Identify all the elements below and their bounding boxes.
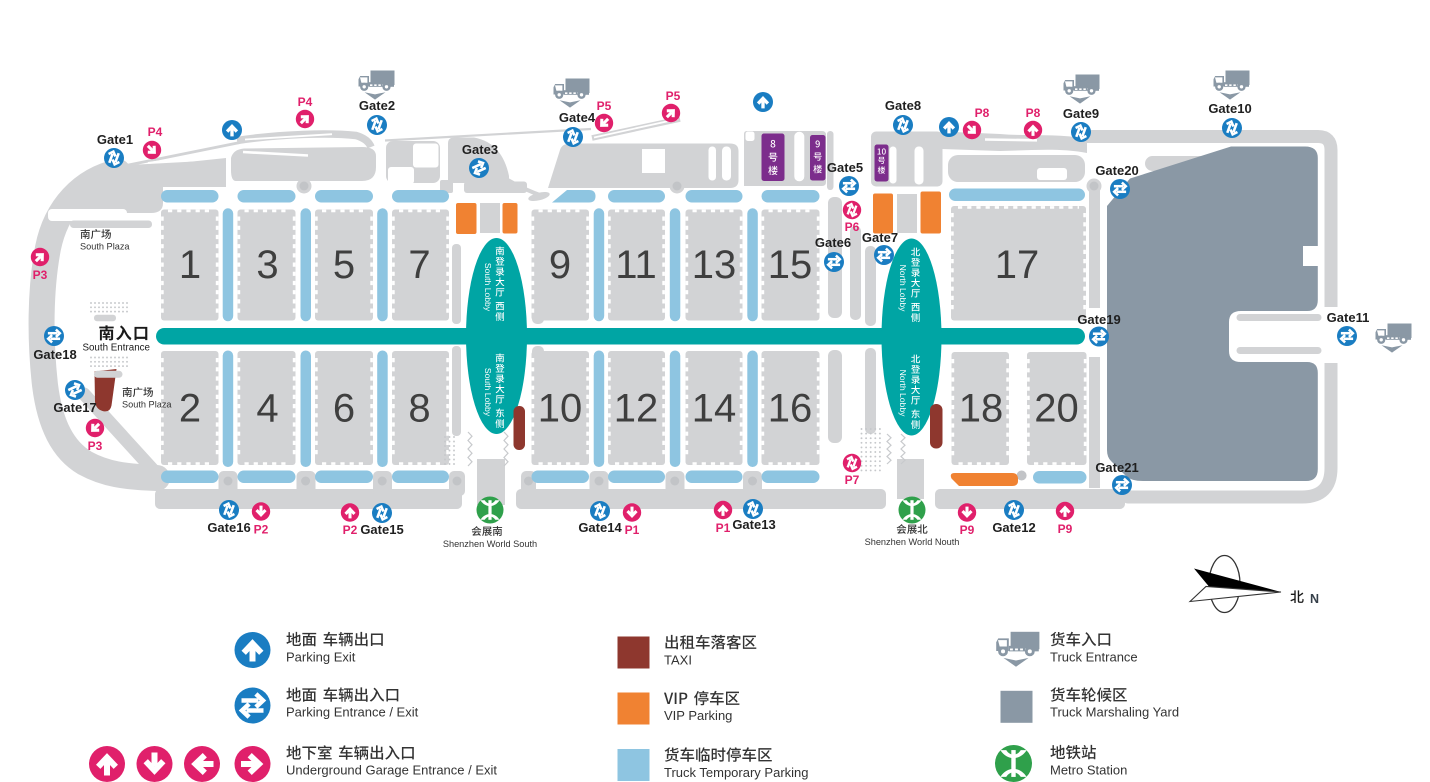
svg-text:5: 5 — [333, 243, 355, 287]
svg-text:P8: P8 — [1026, 106, 1041, 120]
svg-text:VIP Parking: VIP Parking — [664, 708, 732, 723]
svg-text:Gate17: Gate17 — [53, 400, 96, 415]
svg-text:P1: P1 — [625, 523, 640, 537]
svg-text:Truck Entrance: Truck Entrance — [1050, 650, 1138, 665]
svg-text:Gate21: Gate21 — [1095, 460, 1138, 475]
svg-text:P1: P1 — [716, 521, 731, 535]
svg-text:Gate1: Gate1 — [97, 132, 133, 147]
svg-text:P7: P7 — [845, 473, 860, 487]
svg-text:P4: P4 — [298, 95, 313, 109]
svg-text:Gate13: Gate13 — [732, 517, 775, 532]
svg-text:Gate6: Gate6 — [815, 235, 851, 250]
svg-text:P9: P9 — [1058, 522, 1073, 536]
svg-text:P4: P4 — [148, 125, 163, 139]
svg-text:Gate19: Gate19 — [1077, 312, 1120, 327]
svg-text:14: 14 — [692, 387, 737, 431]
svg-text:15: 15 — [768, 243, 813, 287]
svg-text:4: 4 — [256, 387, 278, 431]
svg-text:Metro Station: Metro Station — [1050, 763, 1127, 778]
svg-text:9: 9 — [549, 243, 571, 287]
svg-text:Gate16: Gate16 — [207, 520, 250, 535]
svg-text:Gate3: Gate3 — [462, 142, 498, 157]
svg-text:17: 17 — [995, 243, 1040, 287]
svg-text:P9: P9 — [960, 523, 975, 537]
svg-text:Gate14: Gate14 — [578, 520, 622, 535]
svg-text:Underground Garage Entrance /: Underground Garage Entrance / Exit — [286, 763, 497, 778]
svg-text:South Plaza: South Plaza — [80, 242, 130, 252]
svg-text:Gate15: Gate15 — [360, 522, 403, 537]
svg-text:18: 18 — [959, 387, 1004, 431]
svg-text:P2: P2 — [254, 523, 269, 537]
svg-text:1: 1 — [179, 243, 201, 287]
svg-text:Gate2: Gate2 — [359, 98, 395, 113]
svg-text:6: 6 — [333, 387, 355, 431]
svg-text:Gate4: Gate4 — [559, 110, 596, 125]
svg-text:North Lobby: North Lobby — [898, 265, 908, 313]
svg-text:Gate12: Gate12 — [992, 520, 1035, 535]
svg-text:South Plaza: South Plaza — [122, 400, 172, 410]
svg-text:TAXI: TAXI — [664, 653, 692, 668]
svg-text:Gate11: Gate11 — [1327, 310, 1370, 325]
svg-text:Gate18: Gate18 — [33, 347, 76, 362]
svg-text:16: 16 — [768, 387, 813, 431]
svg-text:Gate8: Gate8 — [885, 98, 921, 113]
svg-text:Shenzhen World Nouth: Shenzhen World Nouth — [865, 537, 960, 547]
svg-text:Gate9: Gate9 — [1063, 106, 1099, 121]
svg-text:P2: P2 — [343, 523, 358, 537]
svg-text:P5: P5 — [597, 99, 612, 113]
svg-text:3: 3 — [256, 243, 278, 287]
svg-text:Truck Marshaling Yard: Truck Marshaling Yard — [1050, 705, 1179, 720]
svg-text:12: 12 — [614, 387, 659, 431]
svg-text:Gate5: Gate5 — [827, 160, 863, 175]
svg-text:North Lobby: North Lobby — [898, 370, 908, 418]
svg-text:20: 20 — [1034, 387, 1079, 431]
svg-text:P5: P5 — [666, 89, 681, 103]
svg-text:South Entrance: South Entrance — [82, 343, 150, 354]
svg-text:Shenzhen World South: Shenzhen World South — [443, 539, 537, 549]
svg-text:8: 8 — [408, 387, 430, 431]
svg-text:Parking Exit: Parking Exit — [286, 650, 356, 665]
svg-text:P8: P8 — [975, 106, 990, 120]
svg-text:South Lobby: South Lobby — [483, 263, 493, 312]
svg-text:10: 10 — [538, 387, 583, 431]
svg-text:7: 7 — [408, 243, 430, 287]
svg-text:11: 11 — [615, 243, 657, 287]
svg-text:Gate7: Gate7 — [862, 230, 898, 245]
svg-text:Gate20: Gate20 — [1095, 163, 1138, 178]
svg-text:P3: P3 — [33, 268, 48, 282]
svg-text:13: 13 — [692, 243, 737, 287]
svg-text:P6: P6 — [845, 220, 860, 234]
svg-text:P3: P3 — [88, 439, 103, 453]
svg-text:South Lobby: South Lobby — [483, 368, 493, 417]
svg-text:N: N — [1310, 592, 1319, 606]
svg-text:Parking Entrance / Exit: Parking Entrance / Exit — [286, 705, 419, 720]
svg-text:2: 2 — [179, 387, 201, 431]
svg-text:Gate10: Gate10 — [1208, 101, 1251, 116]
svg-text:Truck Temporary Parking: Truck Temporary Parking — [664, 765, 809, 780]
